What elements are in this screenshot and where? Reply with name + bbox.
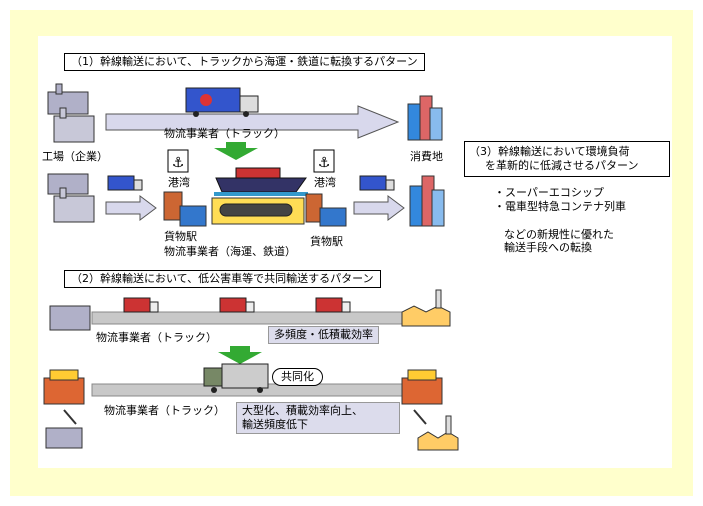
joint-label: 共同化: [272, 368, 323, 386]
svg-text:⚓: ⚓: [172, 155, 185, 171]
arrow-to-port: [105, 195, 157, 221]
pattern1-title: （1）幹線輸送において、トラックから海運・鉄道に転換するパターン: [64, 53, 425, 71]
warehouse-icon: [45, 427, 83, 449]
truck-icon: [123, 297, 159, 313]
factory-icon: [417, 415, 459, 451]
sea-rail-operator-label: 物流事業者（海運、鉄道）: [164, 245, 296, 258]
improvement-line2: 輸送頻度低下: [242, 418, 308, 431]
consumer-label: 消費地: [410, 150, 443, 163]
truck-icon: [315, 297, 351, 313]
green-down-arrow-1: [214, 142, 258, 160]
pattern3-item-train: ・電車型特急コンテナ列車: [494, 200, 626, 213]
pattern2-title: （2）幹線輸送において、低公害車等で共同輸送するパターン: [64, 270, 381, 288]
train-icon: [211, 197, 305, 225]
pattern3-title-line1: （3）幹線輸送において環境負荷: [469, 145, 630, 158]
warehouse-icon: [49, 305, 91, 331]
truck-icon: [185, 87, 259, 117]
shop-icon: [401, 369, 443, 405]
truck-operator-label-top: 物流事業者（トラック）: [96, 331, 217, 344]
bidirectional-arrow-icon: [63, 409, 77, 425]
pattern3-note-line1: などの新規性に優れた: [504, 228, 614, 241]
pattern3-title: （3）幹線輸送において環境負荷 を革新的に低減させるパターン: [464, 141, 670, 177]
frequency-efficiency-box: 多頻度・低積載効率: [268, 326, 379, 344]
improvement-line1: 大型化、積載効率向上、: [242, 404, 363, 417]
truck-operator-label-bottom: 物流事業者（トラック）: [104, 404, 225, 417]
route-bar-top: [91, 311, 403, 325]
ship-icon: [214, 167, 308, 196]
freight-station-label-left: 貨物駅: [164, 230, 197, 243]
arrow-to-consumer: [353, 195, 405, 221]
long-transport-arrow: [105, 105, 400, 139]
truck-operator-label: 物流事業者（トラック）: [164, 127, 285, 140]
pattern3-title-line2: を革新的に低減させるパターン: [485, 159, 639, 172]
city-buildings-icon: [407, 95, 443, 141]
improvement-box: 大型化、積載効率向上、 輸送頻度低下: [236, 402, 400, 434]
anchor-icon: ⚓: [167, 149, 189, 173]
freight-station-icon: [163, 191, 207, 227]
factory-label: 工場（企業）: [42, 150, 108, 163]
shop-icon: [43, 369, 85, 405]
port-label-left: 港湾: [168, 176, 190, 189]
factory-icon: [47, 83, 95, 143]
anchor-icon: ⚓: [313, 149, 335, 173]
bidirectional-arrow-icon: [413, 409, 427, 425]
pattern3-note-line2: 輸送手段への転換: [504, 241, 592, 254]
large-truck-icon: [203, 363, 269, 393]
freight-station-label-right: 貨物駅: [310, 235, 343, 248]
truck-icon: [359, 175, 395, 191]
truck-icon: [219, 297, 255, 313]
green-down-arrow-2: [218, 346, 262, 364]
pattern3-item-ship: ・スーパーエコシップ: [494, 186, 604, 199]
truck-icon: [107, 175, 143, 191]
svg-text:⚓: ⚓: [318, 155, 331, 171]
city-buildings-icon: [409, 175, 445, 227]
factory-icon: [47, 173, 95, 223]
freight-station-icon: [305, 193, 347, 227]
factory-icon: [401, 289, 451, 327]
port-label-right: 港湾: [314, 176, 336, 189]
